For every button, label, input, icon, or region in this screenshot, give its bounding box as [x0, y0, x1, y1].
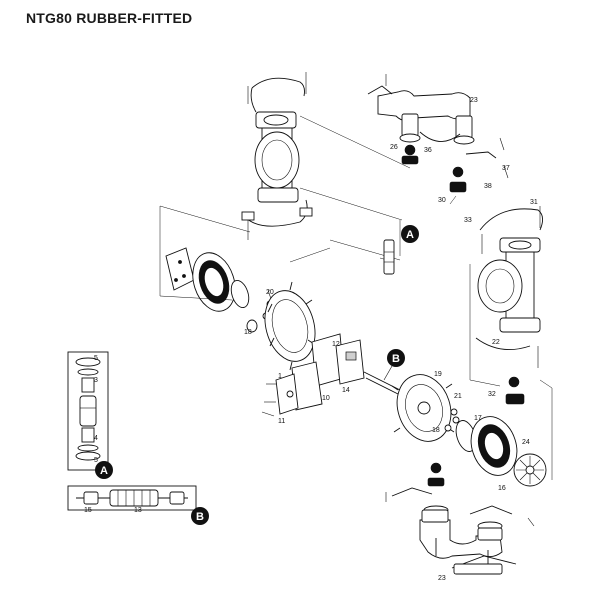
left-air-chamber: [264, 281, 316, 371]
part-label: 31: [530, 199, 538, 206]
part-label: 20: [266, 289, 274, 296]
lower-valve-balls: [427, 376, 525, 487]
inlet-manifold: [385, 487, 535, 575]
part-label: 5: [94, 457, 98, 464]
part-label: 16: [498, 485, 506, 492]
right-chamber: [475, 206, 543, 368]
part-label: 21: [454, 393, 462, 400]
part-label: 1: [278, 373, 282, 380]
part-label: 26: [390, 144, 398, 151]
part-label: 10: [322, 395, 330, 402]
center-section: [261, 333, 365, 417]
detail-b-box: [67, 485, 197, 511]
right-diaphragm-assembly: [444, 408, 547, 487]
pilot-valve: [383, 239, 395, 275]
part-label: 30: [438, 197, 446, 204]
callout-a-inset: A: [95, 461, 113, 479]
part-label: 14: [342, 387, 350, 394]
callout-b-inset: B: [191, 507, 209, 525]
callout-b-main: B: [383, 349, 405, 381]
part-label: 3: [94, 377, 98, 384]
left-diaphragm-assembly: [165, 247, 274, 333]
right-air-chamber: [391, 374, 455, 442]
part-label: 24: [522, 439, 530, 446]
diagram-title: NTG80 RUBBER-FITTED: [26, 10, 193, 26]
part-label: 11: [278, 418, 285, 425]
svg-text:B: B: [196, 511, 204, 523]
svg-text:A: A: [100, 465, 108, 477]
discharge-manifold: [367, 74, 509, 179]
callout-a-main: A: [401, 225, 419, 243]
svg-text:A: A: [406, 229, 414, 241]
part-label: 33: [464, 217, 472, 224]
part-label: 23: [470, 97, 478, 104]
part-label: 38: [484, 183, 492, 190]
part-label: 13: [134, 507, 142, 514]
part-label: 15: [84, 507, 92, 514]
upper-valve-balls: [401, 144, 467, 193]
svg-text:B: B: [392, 353, 400, 365]
part-label: 5: [94, 355, 98, 362]
part-label: 18: [244, 329, 252, 336]
part-label: 36: [424, 147, 432, 154]
part-labels: 23 26 36 37 38 30 31 33 20 18 12 22 1 19…: [84, 97, 538, 582]
part-label: 37: [502, 165, 510, 172]
part-label: 22: [492, 339, 500, 346]
part-label: 32: [488, 391, 496, 398]
part-label: 23: [438, 575, 446, 582]
upper-left-chamber: [241, 72, 313, 240]
part-label: 18: [432, 427, 440, 434]
part-label: 4: [94, 435, 98, 442]
part-label: 17: [474, 415, 482, 422]
part-label: 19: [434, 371, 442, 378]
part-label: 12: [332, 341, 340, 348]
detail-a-box: [67, 351, 109, 471]
